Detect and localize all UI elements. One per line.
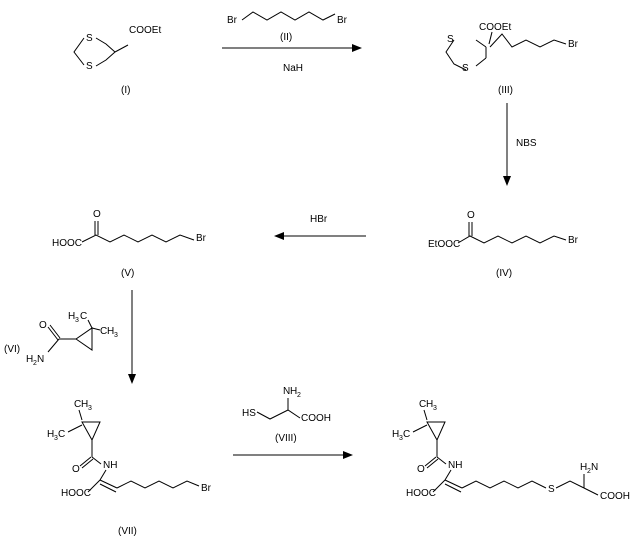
reagent-VI-amide-h: H [26,354,33,365]
compound-VII-methyl1-c: C [74,399,81,410]
compound-III-sulfur-bottom: S [462,63,469,74]
reagent-VI-amide-h-sub: 2 [33,360,37,367]
reagent-VI-methyl2-sub: 3 [114,332,118,339]
compound-I-sulfur-top: S [86,33,93,44]
reagent-step1-label: NaH [283,63,303,74]
product-acid-left: HOOC [406,488,436,499]
compound-IV-label: (IV) [496,268,512,279]
compound-V-label: (V) [121,268,134,279]
compound-III-sulfur-top: S [447,34,454,45]
product-methyl1-h: H [426,399,433,410]
product-amino-n: N [591,462,598,473]
reagent-VIII-amino-n: N [283,386,290,397]
reagent-VI-label: (VI) [4,344,20,355]
product-methyl2-h: H [392,429,399,440]
compound-VII-methyl1-h: H [81,399,88,410]
arrow-step4 [128,290,136,384]
reagent-VI-methyl2-h: H [107,326,114,337]
reagent-VIII-amino-h: H [290,386,297,397]
compound-VII-methyl2-c: C [58,429,65,440]
reagent-VIII-amino-sub: 2 [297,392,301,399]
compound-VII-amide-nh: NH [103,460,117,471]
compound-VII-label: (VII) [118,526,137,537]
product-acid-right: COOH [600,491,630,502]
reagent-VIII-thiol: HS [242,408,256,419]
arrow-step3: HBr [274,214,366,240]
compound-V-br: Br [196,233,207,244]
reagent-step2-label: NBS [516,138,537,149]
compound-VII: C H 3 H 3 C O NH HOOC Br (VII) [47,399,212,537]
reagent-II-dibromopentane: Br Br (II) [227,11,348,43]
reagent-VI-methyl1-c: C [80,311,87,322]
reagent-II-br-right: Br [337,15,348,26]
compound-VII-methyl2-sub: 3 [54,435,58,442]
reagent-VI-methyl1-sub: 3 [75,317,79,324]
compound-I-ester: COOEt [129,25,161,36]
product-methyl2-c: C [403,429,410,440]
reagent-VIII-label: (VIII) [275,433,297,444]
compound-VII-br: Br [201,483,212,494]
compound-V: HOOC O Br (V) [52,209,207,279]
final-product: C H 3 H 3 C O NH HOOC S H 2 N COOH [392,399,630,502]
compound-I: S S COOEt (I) [73,25,161,96]
reagent-II-label: (II) [280,32,292,43]
reagent-II-br-left: Br [227,15,238,26]
reagent-VI-amide-n: N [37,354,44,365]
reagent-VI-methyl1-h: H [68,311,75,322]
product-carbonyl-o: O [417,464,425,475]
reagent-VI-carbonyl-o: O [39,320,47,331]
compound-III-label: (III) [498,85,513,96]
compound-V-acid: HOOC [52,238,82,249]
compound-III: S S COOEt Br (III) [445,22,579,96]
reagent-VI-cyclopropanecarboxamide: (VI) O H 2 N H 3 C C H 3 [4,311,118,367]
arrow-step2: NBS [503,103,537,186]
reagent-VIII-cysteine: N H 2 HS COOH (VIII) [242,386,331,444]
product-sulfur: S [548,484,555,495]
product-methyl1-sub: 3 [433,405,437,412]
product-amino-sub: 2 [587,468,591,475]
compound-IV: EtOOC O Br (IV) [428,210,579,279]
reagent-VIII-acid: COOH [301,413,331,424]
compound-VII-methyl1-sub: 3 [88,405,92,412]
compound-IV-ethyl-ester: EtOOC [428,239,460,250]
product-amide-nh: NH [448,460,462,471]
compound-I-label: (I) [121,85,130,96]
compound-VII-methyl2-h: H [47,429,54,440]
reagent-step3-label: HBr [310,214,328,225]
product-methyl2-sub: 3 [399,435,403,442]
compound-VII-acid: HOOC [61,488,91,499]
arrow-step1: NaH [222,44,362,74]
arrow-step5 [233,451,353,459]
compound-III-br: Br [568,39,579,50]
compound-V-ketone-o: O [93,209,101,220]
compound-IV-ketone-o: O [467,210,475,221]
compound-III-ester: COOEt [479,22,511,33]
product-amino-h: H [580,462,587,473]
compound-VII-carbonyl-o: O [72,464,80,475]
reagent-VI-methyl2-c: C [100,326,107,337]
product-methyl1-c: C [419,399,426,410]
compound-I-sulfur-bottom: S [86,61,93,72]
compound-IV-br: Br [568,235,579,246]
